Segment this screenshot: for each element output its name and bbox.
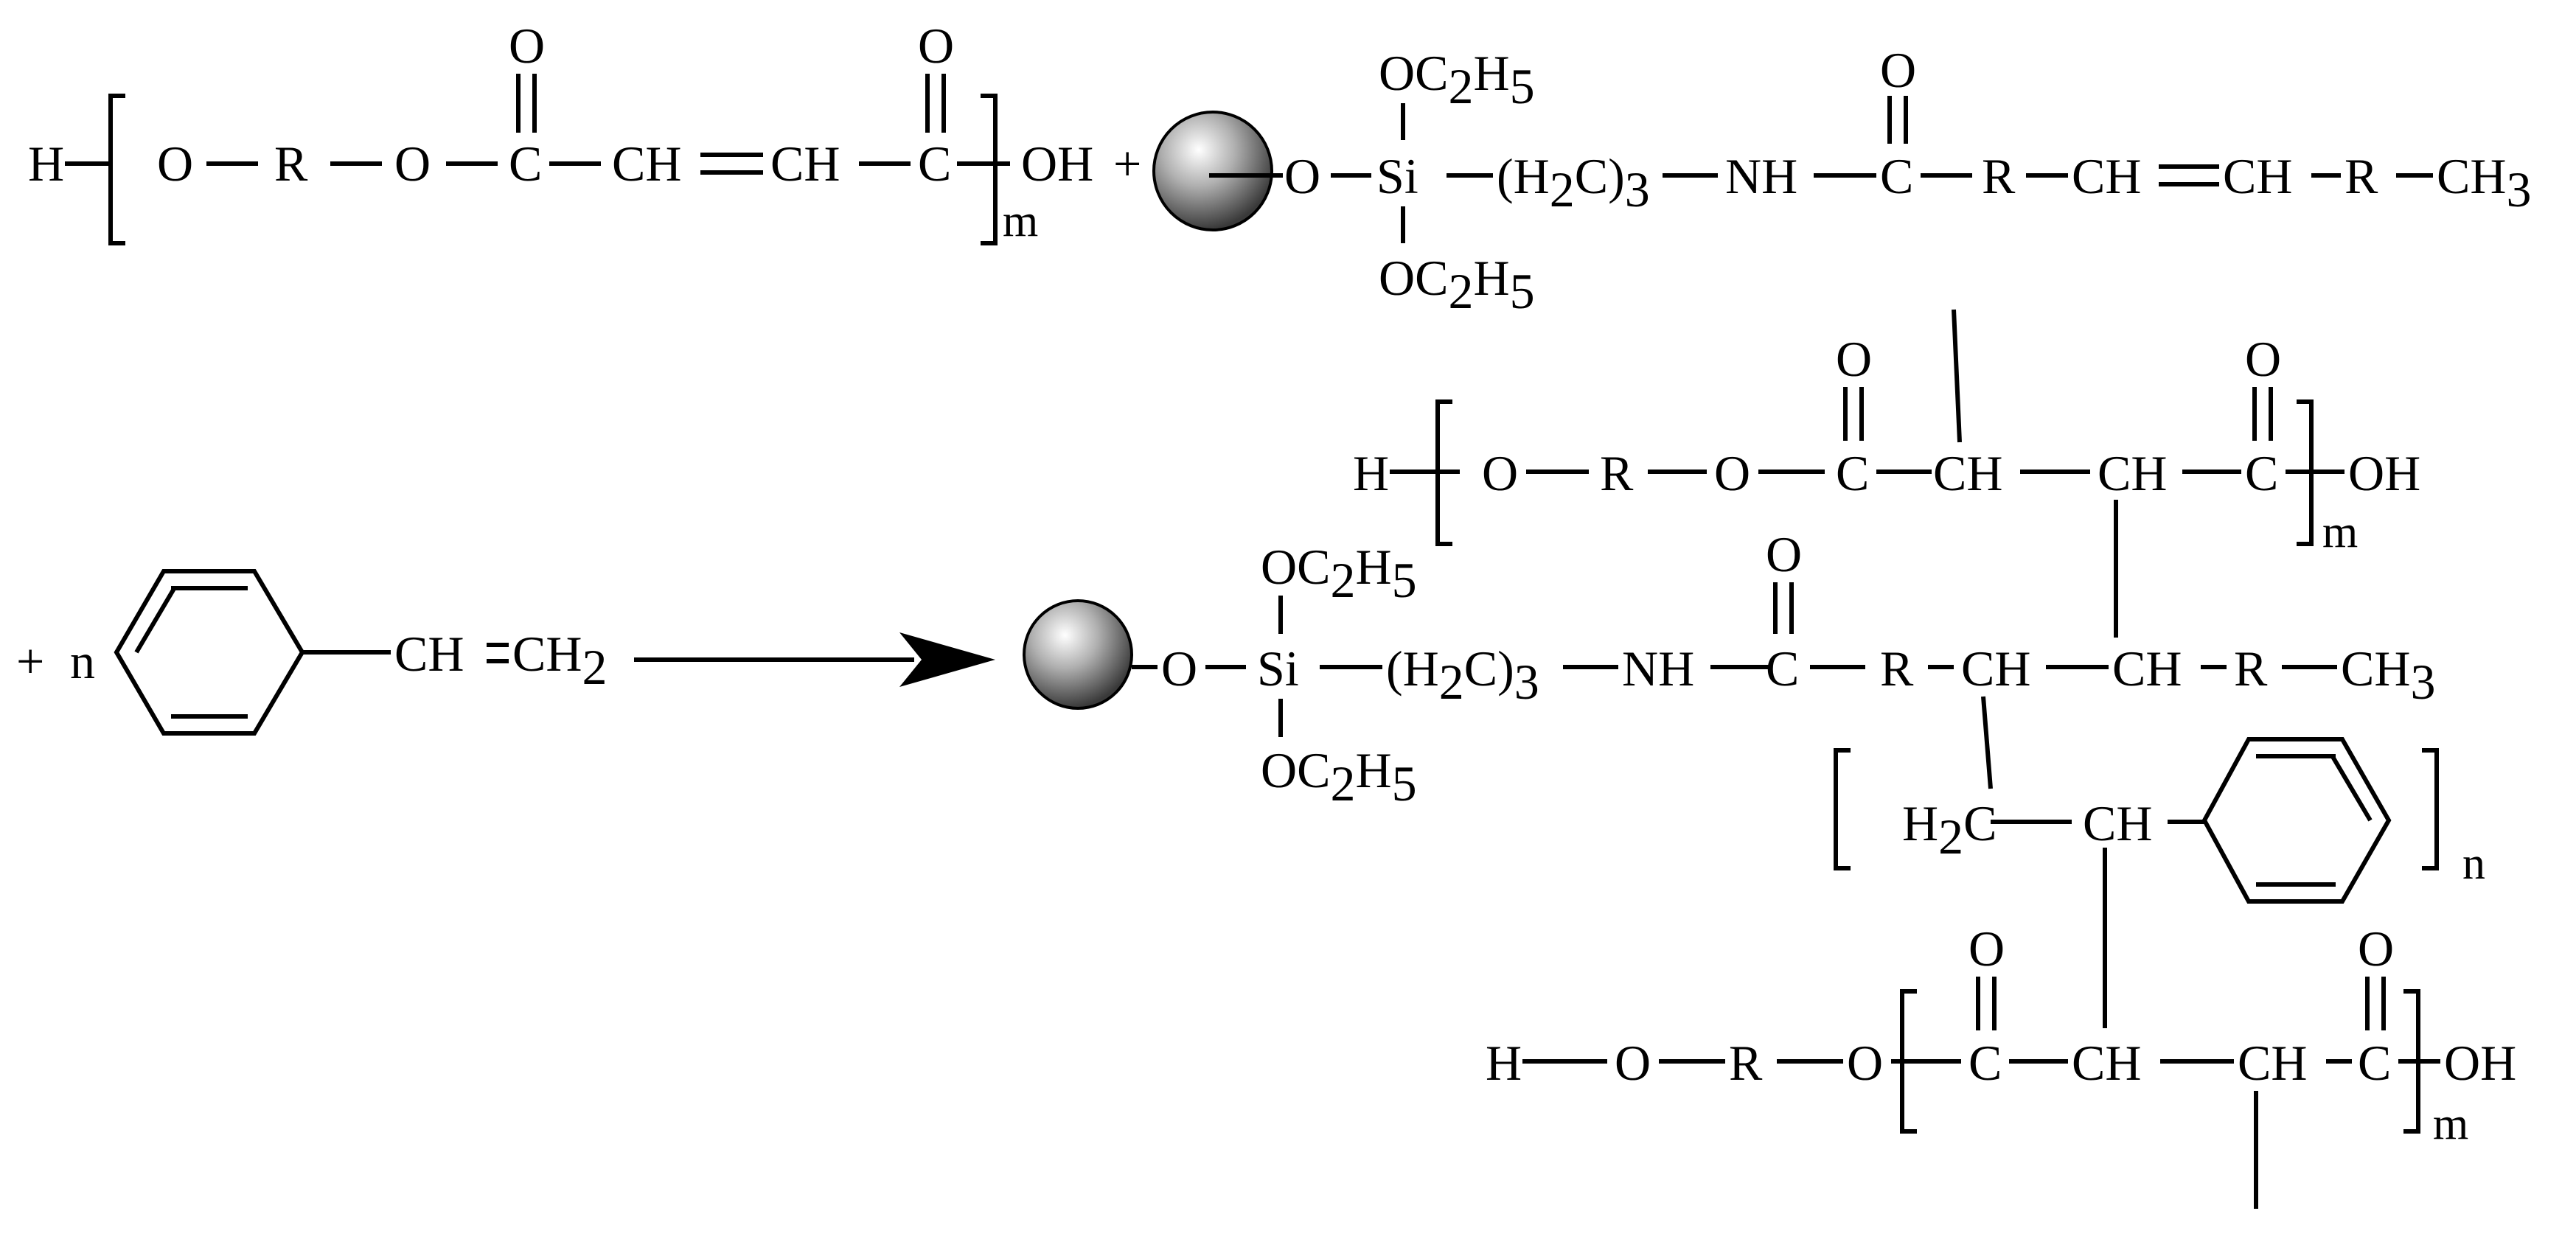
atom-c: C: [2358, 1035, 2391, 1091]
ethoxy-group-bottom: OC2H5: [1261, 742, 1417, 812]
atom-ch: CH: [2223, 148, 2292, 204]
atom-ch: CH: [2112, 641, 2182, 697]
svg-text:OC2H5: OC2H5: [1379, 45, 1535, 114]
propyl-chain: (H2C)3: [1386, 641, 1539, 710]
atom-r: R: [274, 136, 308, 192]
atom-o: O: [1766, 526, 1802, 582]
atom-c: C: [2245, 445, 2278, 501]
atom-oh: OH: [2348, 445, 2420, 501]
atom-c: C: [918, 136, 951, 192]
atom-ch: CH: [1933, 445, 2002, 501]
atom-h: H: [1486, 1035, 1522, 1091]
bracket-left: [108, 94, 125, 245]
polystyrene-unit: H2C CH n: [1834, 737, 2485, 904]
ethoxy-group-top: OC2H5: [1379, 45, 1535, 114]
atom-ch3: CH3: [2341, 641, 2435, 710]
atom-o: O: [1880, 42, 1916, 98]
svg-text:OC2H5: OC2H5: [1261, 742, 1417, 812]
product-upper-polyester: H O R O C O CH CH C O m OH: [1353, 309, 2420, 557]
repeat-index-m: m: [1003, 196, 1038, 246]
atom-o: O: [157, 136, 193, 192]
coefficient-n: n: [70, 633, 95, 689]
atom-r: R: [2344, 148, 2378, 204]
atom-r: R: [1880, 641, 1914, 697]
atom-o: O: [1847, 1035, 1883, 1091]
atom-o: O: [1714, 445, 1750, 501]
ethoxy-group-bottom: OC2H5: [1379, 250, 1535, 319]
atom-ch: CH: [2083, 795, 2152, 851]
atom-o: O: [1968, 921, 2005, 977]
atom-r: R: [1729, 1035, 1763, 1091]
atom-c: C: [1836, 445, 1869, 501]
atom-o: O: [918, 18, 954, 74]
atom-nh: NH: [1725, 148, 1797, 204]
atom-o: O: [1836, 331, 1872, 387]
repeat-index-m: m: [2322, 507, 2358, 557]
atom-c: C: [1880, 148, 1913, 204]
unsaturated-polyester: H O R O C O CH CH C O m OH: [28, 18, 1093, 246]
atom-c: C: [1766, 641, 1799, 697]
atom-c: C: [1968, 1035, 2002, 1091]
atom-ch: CH: [2072, 148, 2141, 204]
nanoparticle-sphere: [1023, 599, 1133, 710]
atom-ch: CH: [1961, 641, 2030, 697]
propyl-chain: (H2C)3: [1497, 148, 1650, 217]
methylene-ch2: CH2: [512, 626, 607, 695]
atom-oh: OH: [1021, 136, 1093, 192]
atom-oh: OH: [2444, 1035, 2516, 1091]
atom-h: H: [28, 136, 64, 192]
atom-o: O: [394, 136, 431, 192]
atom-o: O: [1482, 445, 1518, 501]
product-particle-silane: O Si OC2H5 OC2H5 (H2C)3 NH C O R CH: [1023, 526, 2435, 812]
atom-ch: CH: [770, 136, 840, 192]
atom-c: C: [509, 136, 542, 192]
atom-ch: CH: [2098, 445, 2167, 501]
atom-ch: CH: [2238, 1035, 2307, 1091]
atom-ch3: CH3: [2437, 148, 2531, 217]
plus-sign: +: [16, 633, 44, 689]
atom-si: Si: [1376, 148, 1418, 204]
atom-ch: CH: [2072, 1035, 2141, 1091]
atom-ch: CH: [612, 136, 681, 192]
atom-si: Si: [1257, 641, 1299, 697]
silane-modified-particle: O Si OC2H5 OC2H5 (H2C)3 NH C O R CH CH R…: [1152, 42, 2531, 319]
atom-o: O: [2358, 921, 2394, 977]
atom-o: O: [509, 18, 545, 74]
bracket-right: [981, 94, 998, 245]
atom-r: R: [1982, 148, 2016, 204]
styrene-reactant: + n CH CH2: [16, 569, 607, 736]
svg-text:OC2H5: OC2H5: [1379, 250, 1535, 319]
product-structure: H O R O C O CH CH C O m OH: [1023, 309, 2516, 1209]
atom-o: O: [1615, 1035, 1651, 1091]
repeat-index-n: n: [2462, 839, 2485, 889]
atom-o: O: [2245, 331, 2281, 387]
atom-nh: NH: [1622, 641, 1694, 697]
atom-o: O: [1284, 148, 1320, 204]
atom-r: R: [1600, 445, 1634, 501]
benzene-ring: [114, 569, 305, 736]
svg-text:OC2H5: OC2H5: [1261, 539, 1417, 608]
ethoxy-group-top: OC2H5: [1261, 539, 1417, 608]
repeat-index-m: m: [2433, 1099, 2468, 1149]
methylene-h2c: H2C: [1902, 795, 1997, 865]
atom-ch: CH: [394, 626, 464, 682]
plus-sign: +: [1113, 136, 1141, 192]
benzene-ring: [2201, 737, 2392, 904]
reaction-arrow: [634, 632, 995, 687]
atom-h: H: [1353, 445, 1389, 501]
product-lower-polyester: H O R O C O CH CH C O m OH: [1486, 921, 2516, 1209]
atom-o: O: [1161, 641, 1197, 697]
atom-r: R: [2234, 641, 2268, 697]
nanoparticle-sphere: [1152, 111, 1273, 231]
